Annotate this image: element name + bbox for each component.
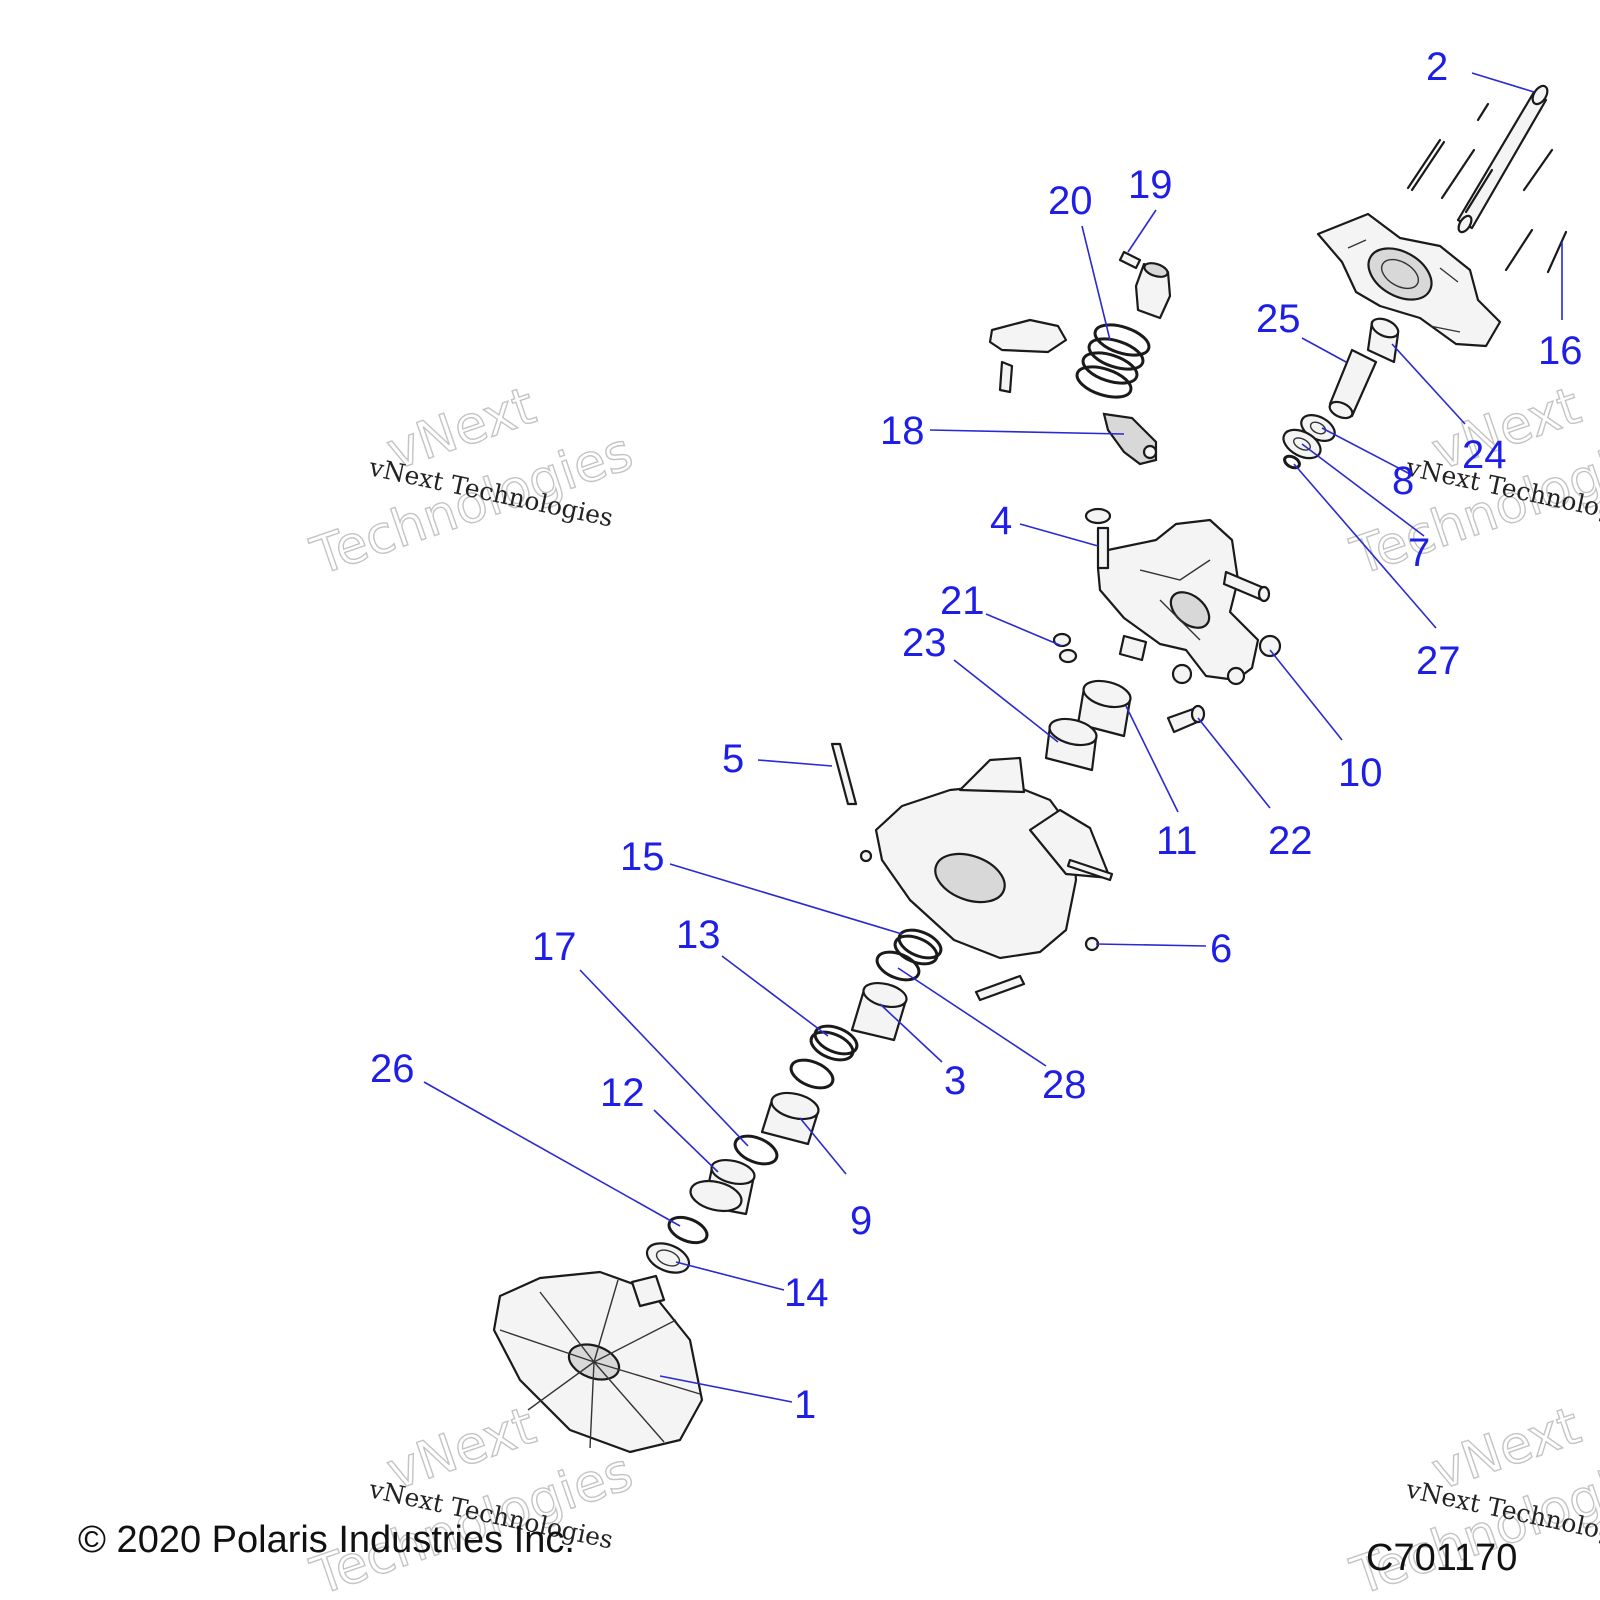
callout-8: 8 [1392,459,1414,503]
part-18-weight [1102,412,1158,466]
callout-14: 14 [784,1271,829,1315]
leader-14 [675,1261,785,1291]
callout-3: 3 [944,1059,966,1103]
leader-5 [757,759,833,767]
part-27-ring [1283,454,1301,470]
leader-17 [579,969,749,1147]
callout-11: 11 [1156,819,1198,863]
leader-11 [1125,705,1179,813]
leader-19 [1127,209,1157,253]
leader-22 [1197,717,1271,809]
part-5-pin [830,742,858,806]
leader-1 [659,1375,793,1403]
drawing-code: C701170 [1366,1537,1517,1579]
part-22-roller-pin [1166,704,1206,734]
leader-9 [799,1117,847,1175]
part-2-shaft [1456,84,1549,234]
part-4-pin [1084,507,1112,570]
callout-22: 22 [1268,819,1313,863]
leader-3 [879,1003,943,1063]
callout-2: 2 [1426,45,1448,89]
leader-13 [721,955,829,1037]
part-28-ring [875,950,921,982]
callout-27: 27 [1416,639,1461,683]
leader-18 [929,429,1125,435]
leader-23 [953,659,1059,743]
callout-23: 23 [902,621,947,665]
copyright-text: © 2020 Polaris Industries Inc. [78,1519,575,1561]
leader-4 [1019,523,1099,547]
callout-16: 16 [1538,329,1583,373]
part-26-ring [667,1215,709,1245]
watermark-top-right: vNext Technologies vNext Technologies [1343,375,1600,588]
leader-20 [1081,225,1111,341]
leader-7 [1301,443,1425,537]
leader-6 [1095,943,1207,947]
callout-1: 1 [794,1383,816,1427]
leader-8 [1321,427,1411,475]
part-19-pin [1118,250,1172,320]
callout-12: 12 [600,1071,645,1115]
part-21-bushing [1052,632,1148,664]
watermark-top-left: vNext Technologies vNext Technologies [303,375,641,588]
part-17-ring [733,1134,779,1166]
leader-24 [1391,343,1466,425]
part-cam-arm [988,318,1068,394]
leader-25 [1301,337,1347,363]
leader-26 [423,1081,681,1227]
part-14-ring [645,1242,691,1274]
part-moveable-sheave [859,756,1114,960]
callout-17: 17 [532,925,577,969]
part-1-fixed-sheave [492,1270,704,1454]
callout-5: 5 [722,737,744,781]
leader-15 [669,863,903,935]
part-25-sleeve [1328,348,1378,420]
callout-24: 24 [1462,433,1507,477]
leader-28 [897,967,1047,1067]
callout-26: 26 [370,1047,415,1091]
callout-15: 15 [620,835,665,879]
callout-25: 25 [1256,297,1301,341]
callout-9: 9 [850,1199,872,1243]
callout-labels: 2 16 19 20 18 25 24 8 7 27 4 21 10 23 11… [370,45,1583,1427]
part-24-bushing [1366,317,1400,364]
callout-13: 13 [676,913,721,957]
callout-21: 21 [940,579,985,623]
leader-2 [1471,72,1535,93]
callout-7: 7 [1408,531,1430,575]
part-13-ring [809,1024,859,1062]
part-23-bushing [1044,717,1098,772]
callout-20: 20 [1048,179,1093,223]
leader-lines [423,72,1563,1403]
callout-6: 6 [1210,927,1232,971]
leader-12 [653,1109,719,1173]
part-15-ring [893,928,943,966]
part-12-bushing [689,1158,756,1216]
part-3-bushing [850,981,908,1042]
part-11-bushing [1076,679,1132,738]
callout-10: 10 [1338,751,1383,795]
leader-27 [1293,463,1437,629]
leader-10 [1269,649,1343,741]
part-16-bolts [1406,102,1568,274]
callout-18: 18 [880,409,925,453]
part-spider-plate [1316,212,1502,348]
callout-19: 19 [1128,163,1173,207]
callout-4: 4 [990,499,1012,543]
part-6-nut [974,936,1100,1002]
leader-21 [985,613,1063,647]
part-9-bushing [760,1058,835,1146]
part-spider-housing [1096,518,1271,682]
part-10-roller [1171,634,1282,686]
callout-28: 28 [1042,1063,1087,1107]
part-20-spring [1075,323,1151,399]
